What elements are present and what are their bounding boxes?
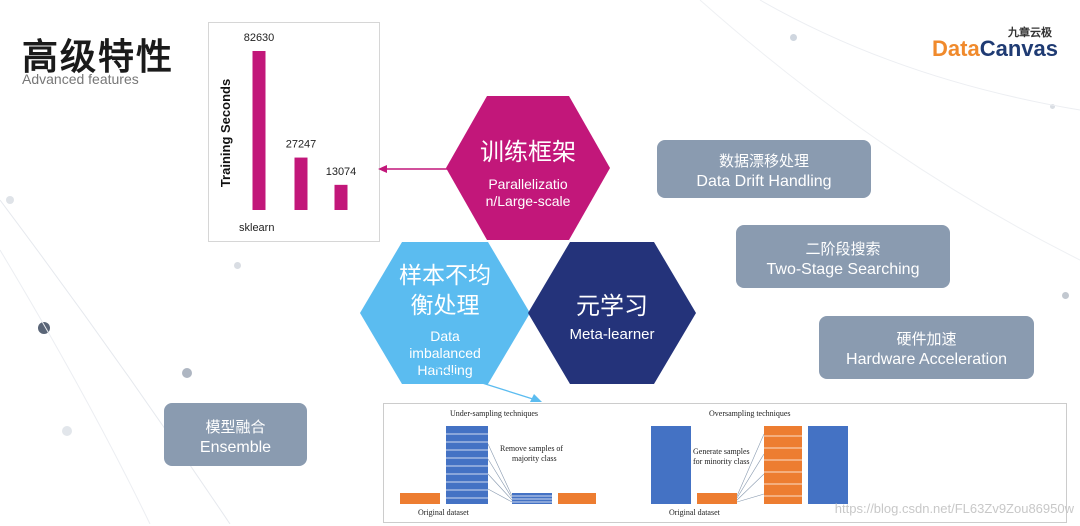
feature-two-stage: 二阶段搜索 Two-Stage Searching <box>736 225 950 288</box>
feature-hardware-cn: 硬件加速 <box>896 331 957 348</box>
over-note-1: Generate samples <box>693 447 750 456</box>
chart-bar <box>294 157 308 210</box>
feature-data-drift-en: Data Drift Handling <box>696 173 832 190</box>
hex-imbalance-handling: 样本不均 衡处理 Data imbalanced Handling <box>360 242 530 384</box>
feature-data-drift-cn: 数据漂移处理 <box>718 153 809 170</box>
hex-meta-en: Meta-learner <box>569 326 655 343</box>
logo: DataCanvas <box>932 36 1058 62</box>
decor-dot <box>1050 104 1055 109</box>
feature-ensemble-en: Ensemble <box>199 439 272 456</box>
sampling-diagram <box>400 426 848 504</box>
watermark-url: https://blog.csdn.net/FL63Zv9Zou86950w <box>834 501 1074 516</box>
decor-dot <box>182 368 192 378</box>
hex-shape <box>528 242 696 384</box>
hex-meta-learner: 元学习 Meta-learner <box>528 242 696 384</box>
hex-shape <box>446 96 610 240</box>
chart-bar <box>334 184 348 210</box>
augmented-bar-segments <box>764 435 802 497</box>
hex-imbalance-en-3: Handling <box>417 362 473 378</box>
majority-bar-reduced <box>512 493 552 504</box>
chart-data-label: 27247 <box>286 139 317 151</box>
hex-imbalance-en-2: imbalanced <box>409 345 481 361</box>
minority-bar-after-under <box>558 493 596 504</box>
chart-category-label: sklearn <box>239 222 274 234</box>
majority-bar-under <box>446 426 488 504</box>
majority-bar-after-over <box>808 426 848 504</box>
under-caption: Original dataset <box>418 508 469 517</box>
hex-meta-cn: 元学习 <box>576 292 648 320</box>
under-sampling-title: Under-sampling techniques <box>450 409 539 418</box>
hex-imbalance-cn-2: 衡处理 <box>410 293 480 319</box>
arrow-to-sampling <box>421 363 542 402</box>
hex-shape <box>360 242 530 384</box>
sampling-techniques-figure: Under-sampling techniques Remove samples… <box>383 403 1067 523</box>
training-time-chart: 82630 27247 13074 Training Seconds sklearn <box>208 22 380 242</box>
chart-data-label: 82630 <box>244 32 275 44</box>
feature-ensemble: 模型融合 Ensemble <box>164 403 307 466</box>
feature-two-stage-cn: 二阶段搜索 <box>805 241 881 258</box>
chart-data-label: 13074 <box>326 166 357 178</box>
under-note-1: Remove samples of <box>500 444 564 453</box>
over-caption: Original dataset <box>669 508 720 517</box>
logo-brand-b: Canvas <box>979 36 1058 61</box>
oversample-connectors <box>736 433 765 503</box>
hex-imbalance-cn-1: 样本不均 <box>399 263 491 289</box>
logo-chinese: 九章云极 <box>1008 26 1052 39</box>
decor-dot <box>790 34 797 41</box>
feature-two-stage-en: Two-Stage Searching <box>766 261 920 278</box>
minority-bar-under <box>400 493 440 504</box>
undersample-connectors <box>487 443 513 503</box>
reduced-bar-segments <box>512 495 552 503</box>
feature-ensemble-cn: 模型融合 <box>205 419 266 436</box>
hex-training-en-2: n/Large-scale <box>485 193 571 209</box>
hex-imbalance-en-1: Data <box>430 328 460 344</box>
chart-y-axis-label: Training Seconds <box>218 79 233 187</box>
over-sampling-title: Oversampling techniques <box>709 409 791 418</box>
chart-bar <box>252 51 266 210</box>
decor-dot <box>234 262 241 269</box>
logo-brand-a: Data <box>932 36 980 61</box>
decor-dot <box>62 426 72 436</box>
hex-training-framework: 训练框架 Parallelizatio n/Large-scale <box>446 96 610 240</box>
under-note-2: majority class <box>512 454 557 463</box>
chart-canvas: 82630 27247 13074 Training Seconds sklearn <box>218 32 357 234</box>
page-title: 高级特性 <box>22 37 175 78</box>
decor-dot <box>1062 292 1069 299</box>
feature-hardware-en: Hardware Acceleration <box>846 351 1007 368</box>
hex-training-cn: 训练框架 <box>480 138 576 166</box>
feature-hardware: 硬件加速 Hardware Acceleration <box>819 316 1034 379</box>
minority-bar-augmented <box>764 426 802 504</box>
minority-bar-over <box>697 493 737 504</box>
majority-bar-over <box>651 426 691 504</box>
decor-dot <box>6 196 14 204</box>
arrow-to-chart <box>378 165 456 173</box>
page-subtitle: Advanced features <box>22 71 139 87</box>
hex-training-en-1: Parallelizatio <box>488 176 568 192</box>
majority-bar-segments <box>446 433 488 499</box>
feature-data-drift: 数据漂移处理 Data Drift Handling <box>657 140 871 198</box>
over-note-2: for minority class <box>693 457 750 466</box>
